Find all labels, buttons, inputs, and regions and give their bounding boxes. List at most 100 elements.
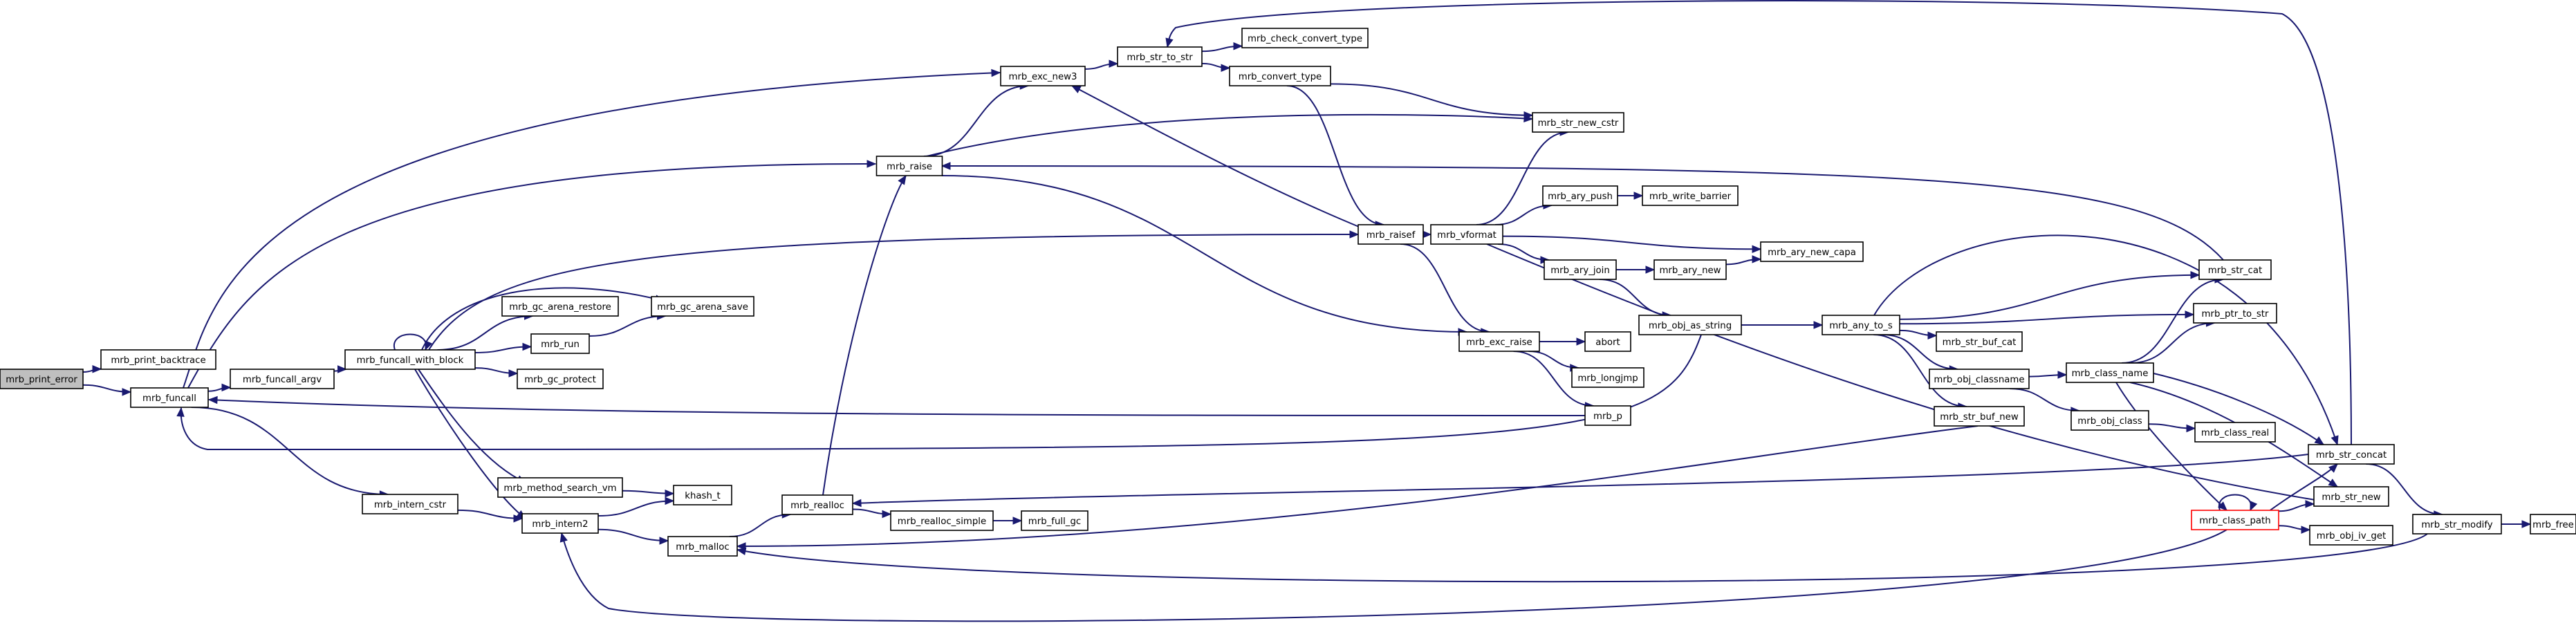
node-box (2191, 510, 2279, 530)
node-mrb-any-to-s[interactable]: mrb_any_to_s (1822, 315, 1900, 335)
arrowhead (898, 174, 907, 185)
node-box (517, 369, 604, 389)
edge-line (187, 162, 876, 389)
node-box (2309, 525, 2393, 546)
arrowhead (1633, 192, 1644, 200)
edge-mrb-funcall-to-mrb-intern-cstr (191, 407, 389, 499)
node-mrb-str-new-cstr[interactable]: mrb_str_new_cstr (1532, 112, 1624, 133)
node-box (521, 513, 599, 534)
node-mrb-obj-class[interactable]: mrb_obj_class (2070, 410, 2149, 431)
node-mrb-str-buf-new[interactable]: mrb_str_buf_new (1934, 406, 2025, 427)
edge-line (736, 425, 1979, 547)
node-mrb-gc-arena-save[interactable]: mrb_gc_arena_save (651, 296, 754, 317)
node-mrb-str-concat[interactable]: mrb_str_concat (2308, 444, 2395, 465)
edge-line (414, 369, 526, 519)
arrowhead (2190, 270, 2200, 279)
node-box (1638, 315, 1742, 335)
node-label: mrb_ary_join (1550, 266, 1610, 276)
node-mrb-ary-push[interactable]: mrb_ary_push (1542, 185, 1618, 206)
node-label: mrb_funcall_argv (243, 375, 322, 385)
arrowhead (991, 68, 1001, 77)
node-mrb-exc-new3[interactable]: mrb_exc_new3 (1000, 66, 1086, 86)
node-mrb-ptr-to-str[interactable]: mrb_ptr_to_str (2193, 303, 2277, 324)
node-mrb-print-error[interactable]: mrb_print_error (0, 369, 84, 389)
arrowhead (665, 496, 675, 505)
node-mrb-class-name[interactable]: mrb_class_name (2066, 362, 2154, 383)
node-label: mrb_obj_class (2077, 416, 2142, 427)
node-mrb-class-real[interactable]: mrb_class_real (2194, 422, 2276, 443)
node-khash-t[interactable]: khash_t (673, 485, 732, 505)
node-mrb-full-gc[interactable]: mrb_full_gc (1021, 510, 1088, 531)
edge-mrb-print-error-to-mrb-funcall (82, 384, 132, 396)
arrowhead (508, 369, 519, 378)
node-mrb-raise[interactable]: mrb_raise (875, 156, 943, 176)
node-mrb-ary-new[interactable]: mrb_ary_new (1653, 259, 1727, 280)
node-mrb-str-buf-cat[interactable]: mrb_str_buf_cat (1936, 331, 2023, 352)
node-label: mrb_str_buf_new (1940, 412, 2019, 422)
node-mrb-run[interactable]: mrb_run (530, 333, 590, 354)
arrowhead (2328, 463, 2338, 473)
node-mrb-funcall-with-block[interactable]: mrb_funcall_with_block (344, 349, 476, 370)
node-mrb-raisef[interactable]: mrb_raisef (1358, 224, 1424, 245)
node-mrb-obj-as-string[interactable]: mrb_obj_as_string (1638, 315, 1742, 335)
node-label: mrb_gc_protect (524, 375, 596, 385)
node-label: mrb_funcall_with_block (357, 355, 464, 366)
arrowhead (2331, 435, 2339, 446)
node-box (2308, 444, 2395, 465)
edge-line (1873, 234, 2338, 445)
edge-mrb-exc-new3-to-mrb-str-to-str (1084, 59, 1119, 70)
node-mrb-str-cat[interactable]: mrb_str_cat (2198, 259, 2272, 280)
node-mrb-free[interactable]: mrb_free (2530, 514, 2576, 535)
edge-line (1502, 235, 1761, 250)
node-box (1929, 369, 2030, 389)
node-mrb-str-new[interactable]: mrb_str_new (2313, 486, 2389, 507)
edge-mrb-obj-class-to-mrb-class-real (2148, 423, 2196, 433)
arrowhead (1752, 255, 1762, 263)
node-label: mrb_obj_classname (1934, 375, 2024, 385)
edge-mrb-convert-type-to-mrb-str-new-cstr (1330, 83, 1534, 120)
arrowhead (1071, 85, 1082, 93)
node-mrb-realloc-simple[interactable]: mrb_realloc_simple (890, 510, 994, 531)
node-mrb-write-barrier[interactable]: mrb_write_barrier (1642, 185, 1739, 206)
node-label: mrb_malloc (676, 542, 729, 552)
edge-mrb-obj-classname-to-mrb-class-name (2028, 371, 2068, 379)
node-box (130, 387, 209, 408)
node-box (2313, 486, 2389, 507)
node-label: mrb_any_to_s (1829, 321, 1893, 331)
edge-line (208, 399, 1586, 416)
node-mrb-intern2[interactable]: mrb_intern2 (521, 513, 599, 534)
node-mrb-funcall-argv[interactable]: mrb_funcall_argv (230, 369, 335, 389)
node-mrb-str-modify[interactable]: mrb_str_modify (2412, 514, 2502, 535)
edge-line (1286, 85, 1384, 225)
node-mrb-vformat[interactable]: mrb_vformat (1430, 224, 1503, 245)
node-mrb-p[interactable]: mrb_p (1584, 405, 1631, 426)
node-mrb-str-to-str[interactable]: mrb_str_to_str (1117, 46, 1203, 67)
node-mrb-method-search-vm[interactable]: mrb_method_search_vm (497, 477, 623, 498)
node-mrb-ary-new-capa[interactable]: mrb_ary_new_capa (1760, 241, 1864, 262)
node-mrb-check-convert-type[interactable]: mrb_check_convert_type (1241, 28, 1369, 48)
node-mrb-obj-iv-get[interactable]: mrb_obj_iv_get (2309, 525, 2393, 546)
node-mrb-malloc[interactable]: mrb_malloc (667, 536, 738, 557)
node-mrb-exc-raise[interactable]: mrb_exc_raise (1458, 331, 1540, 352)
node-mrb-ary-join[interactable]: mrb_ary_join (1544, 259, 1617, 280)
node-mrb-gc-arena-restore[interactable]: mrb_gc_arena_restore (501, 296, 619, 317)
node-box (501, 296, 619, 317)
node-mrb-print-backtrace[interactable]: mrb_print_backtrace (100, 349, 216, 370)
node-label: mrb_funcall (142, 393, 196, 404)
node-mrb-intern-cstr[interactable]: mrb_intern_cstr (362, 494, 458, 514)
edge-mrb-ary-join-to-mrb-ary-new (1616, 266, 1656, 274)
node-label: mrb_str_new (2322, 492, 2380, 503)
node-abort[interactable]: abort (1584, 331, 1631, 352)
node-mrb-obj-classname[interactable]: mrb_obj_classname (1929, 369, 2030, 389)
edge-mrb-p-to-mrb-funcall (207, 396, 1586, 416)
node-mrb-convert-type[interactable]: mrb_convert_type (1229, 66, 1331, 86)
edge-line (597, 528, 669, 541)
node-box (1584, 331, 1631, 352)
node-mrb-class-path[interactable]: mrb_class_path (2191, 510, 2279, 530)
node-mrb-gc-protect[interactable]: mrb_gc_protect (517, 369, 604, 389)
arrowhead (2186, 424, 2196, 433)
node-mrb-longjmp[interactable]: mrb_longjmp (1571, 367, 1644, 388)
node-mrb-funcall[interactable]: mrb_funcall (130, 387, 209, 408)
node-mrb-realloc[interactable]: mrb_realloc (781, 494, 853, 515)
node-label: mrb_print_error (6, 375, 77, 385)
